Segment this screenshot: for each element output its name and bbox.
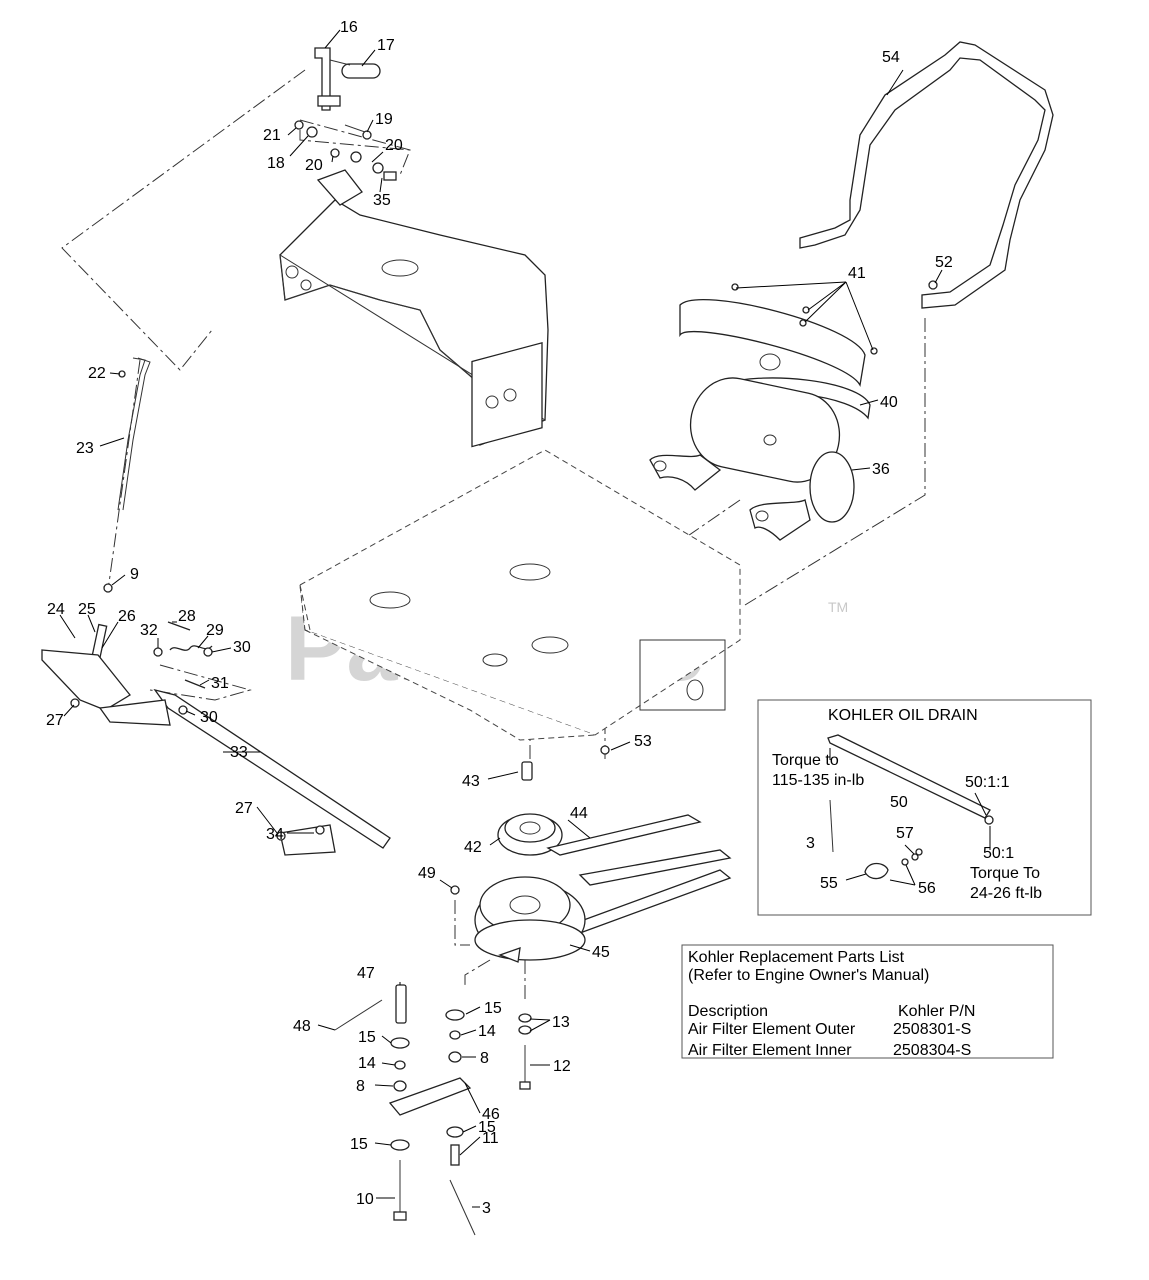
linkage-assembly [41,621,391,856]
callout-32: 32 [140,622,158,639]
callout-19: 19 [375,111,393,128]
parts-list-title-line1: Kohler Replacement Parts List [688,949,905,966]
callout-15: 15 [350,1136,368,1153]
callout-33: 33 [230,744,248,761]
callout-14: 14 [358,1055,376,1072]
callout-22: 22 [88,365,106,382]
callout-8: 8 [480,1050,489,1067]
callout-20: 20 [305,157,323,174]
oil-drain-torque2-line1: Torque To [970,865,1040,882]
control-rod [103,357,151,593]
oil-drain-part-3: 3 [806,835,815,852]
callout-16: 16 [340,19,358,36]
replacement-parts-frame [681,944,1054,1059]
callout-24: 24 [47,601,65,618]
callout-52: 52 [935,254,953,271]
callout-27: 27 [46,712,64,729]
idler-hardware [334,745,610,1236]
callout-54: 54 [882,49,900,66]
parts-list-row-pn: 2508301-S [893,1021,971,1038]
pulley-assembly [474,761,732,963]
callout-21: 21 [263,127,281,144]
callout-49: 49 [418,865,436,882]
roll-bar [731,41,1054,355]
oil-drain-part-50: 50 [890,794,908,811]
callout-31: 31 [211,675,229,692]
callout-30: 30 [200,709,218,726]
callout-25: 25 [78,601,96,618]
callout-28: 28 [178,608,196,625]
callout-44: 44 [570,805,588,822]
watermark-trademark: TM [828,599,848,615]
callout-53: 53 [634,733,652,750]
oil-drain-frame [757,699,1092,916]
callout-47: 47 [357,965,375,982]
parts-list-row-description: Air Filter Element Inner [688,1042,852,1059]
callout-14: 14 [478,1023,496,1040]
oil-drain-part-56: 56 [918,880,936,897]
oil-drain-torque-line2: 115-135 in-lb [772,772,864,789]
oil-drain-part-50-1-1: 50:1:1 [965,774,1010,791]
callout-23: 23 [76,440,94,457]
callout-10: 10 [356,1191,374,1208]
oil-drain-torque-line1: Torque to [772,752,839,769]
parts-list-header-description: Description [688,1003,768,1020]
callout-34: 34 [266,826,284,843]
callout-15: 15 [478,1119,496,1136]
parts-list-title-line2: (Refer to Engine Owner's Manual) [688,967,929,984]
callout-20: 20 [385,137,403,154]
callout-30: 30 [233,639,251,656]
control-bracket-assembly [279,47,549,448]
callout-45: 45 [592,944,610,961]
oil-drain-torque2-line2: 24-26 ft-lb [970,885,1042,902]
callout-35: 35 [373,192,391,209]
callout-48: 48 [293,1018,311,1035]
parts-list-row-description: Air Filter Element Outer [688,1021,856,1038]
oil-drain-title: KOHLER OIL DRAIN [828,707,978,724]
callout-29: 29 [206,622,224,639]
callout-40: 40 [880,394,898,411]
callout-13: 13 [552,1014,570,1031]
callout-labels: 16 17 19 21 18 20 20 35 22 23 9 24 25 26… [46,19,953,1217]
main-frame [299,449,741,741]
replacement-parts-box: Kohler Replacement Parts List (Refer to … [681,944,1054,1059]
kohler-oil-drain-box: KOHLER OIL DRAIN Torque to 115-135 in-lb… [757,699,1092,916]
callout-15: 15 [484,1000,502,1017]
parts-list-header-pn: Kohler P/N [898,1003,975,1020]
callout-9: 9 [130,566,139,583]
callout-15: 15 [358,1029,376,1046]
callout-42: 42 [464,839,482,856]
callout-17: 17 [377,37,395,54]
callout-46: 46 [482,1106,500,1123]
callout-12: 12 [553,1058,571,1075]
muffler-assembly [649,298,871,541]
oil-drain-part-57: 57 [896,825,914,842]
callout-18: 18 [267,155,285,172]
callout-8: 8 [356,1078,365,1095]
callout-41: 41 [848,265,866,282]
leader-lines [59,29,943,1208]
callout-11: 11 [482,1130,499,1147]
callout-26: 26 [118,608,136,625]
callout-36: 36 [872,461,890,478]
parts-list-row-pn: 2508304-S [893,1042,971,1059]
callout-3: 3 [482,1200,491,1217]
callout-27: 27 [235,800,253,817]
oil-drain-part-55: 55 [820,875,838,892]
oil-drain-part-50-1: 50:1 [983,845,1014,862]
callout-43: 43 [462,773,480,790]
